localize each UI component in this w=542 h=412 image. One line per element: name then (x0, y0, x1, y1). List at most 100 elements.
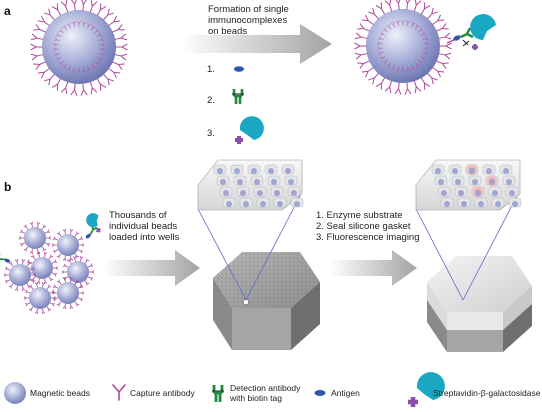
capture-antibody-icon (41, 224, 47, 230)
capture-antibody-icon (368, 72, 379, 85)
capture-antibody-icon (30, 43, 43, 51)
capture-antibody-icon (361, 67, 374, 78)
bead-in-well (435, 168, 441, 174)
immunocomplex (446, 14, 496, 50)
capture-antibody-icon (74, 231, 80, 237)
capture-antibody-icon (103, 8, 114, 21)
capture-antibody-icon (69, 255, 74, 262)
bead-in-well (217, 168, 223, 174)
step-number-1: 1. (207, 64, 215, 75)
capture-antibody-icon (97, 78, 107, 91)
capture-antibody-ring (354, 0, 452, 95)
capture-antibody-icon (52, 297, 59, 302)
capture-antibody-icon (46, 306, 52, 312)
capture-antibody-icon (37, 68, 50, 79)
capture-antibody-icon (410, 64, 416, 71)
bead-in-well (503, 168, 509, 174)
panel-a-caption: Formation of single immunocomplexes on b… (208, 4, 289, 37)
bead-with-immunocomplex-right (354, 0, 496, 95)
panel-b-right-caption: 1. Enzyme substrate 2. Seal silicone gas… (316, 210, 420, 243)
capture-antibody-icon (52, 284, 59, 289)
capture-antibody-icon (28, 284, 34, 290)
capture-antibody-icon (423, 41, 430, 46)
capture-antibody-icon (413, 0, 422, 12)
bead-in-well (472, 179, 478, 185)
capture-antibody-icon (29, 221, 34, 228)
magnetic-bead-small (9, 264, 31, 286)
capture-antibody-icon (79, 255, 84, 262)
capture-antibody-icon (21, 285, 26, 292)
capture-antibody-icon (376, 41, 383, 46)
capture-antibody-icon (44, 229, 51, 234)
capture-antibody-icon (432, 14, 445, 25)
capture-antibody-icon (52, 42, 59, 47)
capture-antibody-icon (36, 221, 41, 228)
capture-antibody-icon (99, 42, 106, 47)
capture-antibody-icon (66, 258, 72, 264)
capture-antibody-icon (395, 20, 400, 27)
capture-antibody-icon (24, 289, 31, 294)
capture-antibody-icon (90, 63, 96, 69)
capture-antibody-icon (51, 272, 58, 277)
caption-line: Thousands of (109, 210, 167, 221)
capture-antibody-icon (404, 82, 412, 95)
capture-antibody-icon (18, 236, 24, 240)
capture-antibody-icon (395, 65, 400, 72)
immunocomplex (0, 251, 11, 263)
capture-antibody-icon (30, 53, 44, 61)
magnetic-bead-large (366, 9, 440, 83)
capture-antibody-icon (82, 21, 87, 28)
capture-antibody-icon (72, 255, 77, 262)
capture-antibody-icon (436, 60, 449, 69)
magnetic-bead-small (57, 282, 79, 304)
capture-antibody-icon (421, 77, 431, 90)
capture-antibody-icon (98, 52, 105, 57)
capture-antibody-icon (8, 283, 14, 289)
capture-antibody-icon (103, 73, 114, 86)
bead-in-well (458, 190, 464, 196)
capture-antibody-icon (33, 61, 46, 70)
process-arrow-a (180, 24, 332, 64)
capture-antibody-icon (62, 255, 67, 262)
capture-antibody-icon (115, 43, 128, 51)
panel-label-a: a (4, 4, 11, 18)
capture-antibody-icon (14, 258, 19, 265)
capture-antibody-icon (46, 284, 52, 290)
panel-label-b: b (4, 180, 12, 194)
step-number-2: 2. (207, 95, 215, 106)
capture-antibody-icon (60, 81, 69, 95)
legend-detection-antibody: Detection antibody with biotin tag (230, 383, 300, 403)
capture-antibody-icon (112, 384, 126, 401)
caption-line: loaded into wells (109, 232, 180, 243)
process-arrow-b-left (103, 250, 200, 286)
capture-antibody-icon (400, 66, 406, 73)
capture-antibody-icon (41, 246, 47, 252)
capture-antibody-icon (77, 236, 84, 241)
well-array-inset-right (415, 159, 522, 211)
capture-antibody-icon (376, 46, 383, 51)
capture-antibody-icon (74, 279, 80, 285)
streptavidin-icon (408, 372, 445, 407)
capture-antibody-icon (23, 246, 29, 252)
capture-antibody-icon (438, 52, 452, 60)
capture-antibody-icon (62, 63, 68, 69)
capture-antibody-icon (96, 32, 103, 38)
capture-antibody-icon (51, 259, 58, 264)
capture-antibody-icon (71, 21, 76, 28)
bead-in-well (271, 179, 277, 185)
capture-antibody-icon (8, 261, 14, 267)
antigen-icon (314, 390, 326, 396)
capture-antibody-icon (86, 22, 92, 29)
capture-antibody-icon (86, 65, 92, 72)
capture-antibody-icon (406, 65, 411, 72)
capture-antibody-icon (51, 291, 57, 295)
caption-line: immunocomplexes (208, 15, 288, 26)
bead-in-well (441, 190, 447, 196)
capture-antibody-icon (23, 224, 29, 230)
capture-antibody-icon (375, 2, 385, 15)
capture-antibody-icon (93, 28, 100, 34)
capture-antibody-icon (76, 20, 82, 27)
capture-antibody-icon (58, 28, 65, 34)
bead-in-well (506, 179, 512, 185)
capture-antibody-icon (29, 266, 36, 271)
